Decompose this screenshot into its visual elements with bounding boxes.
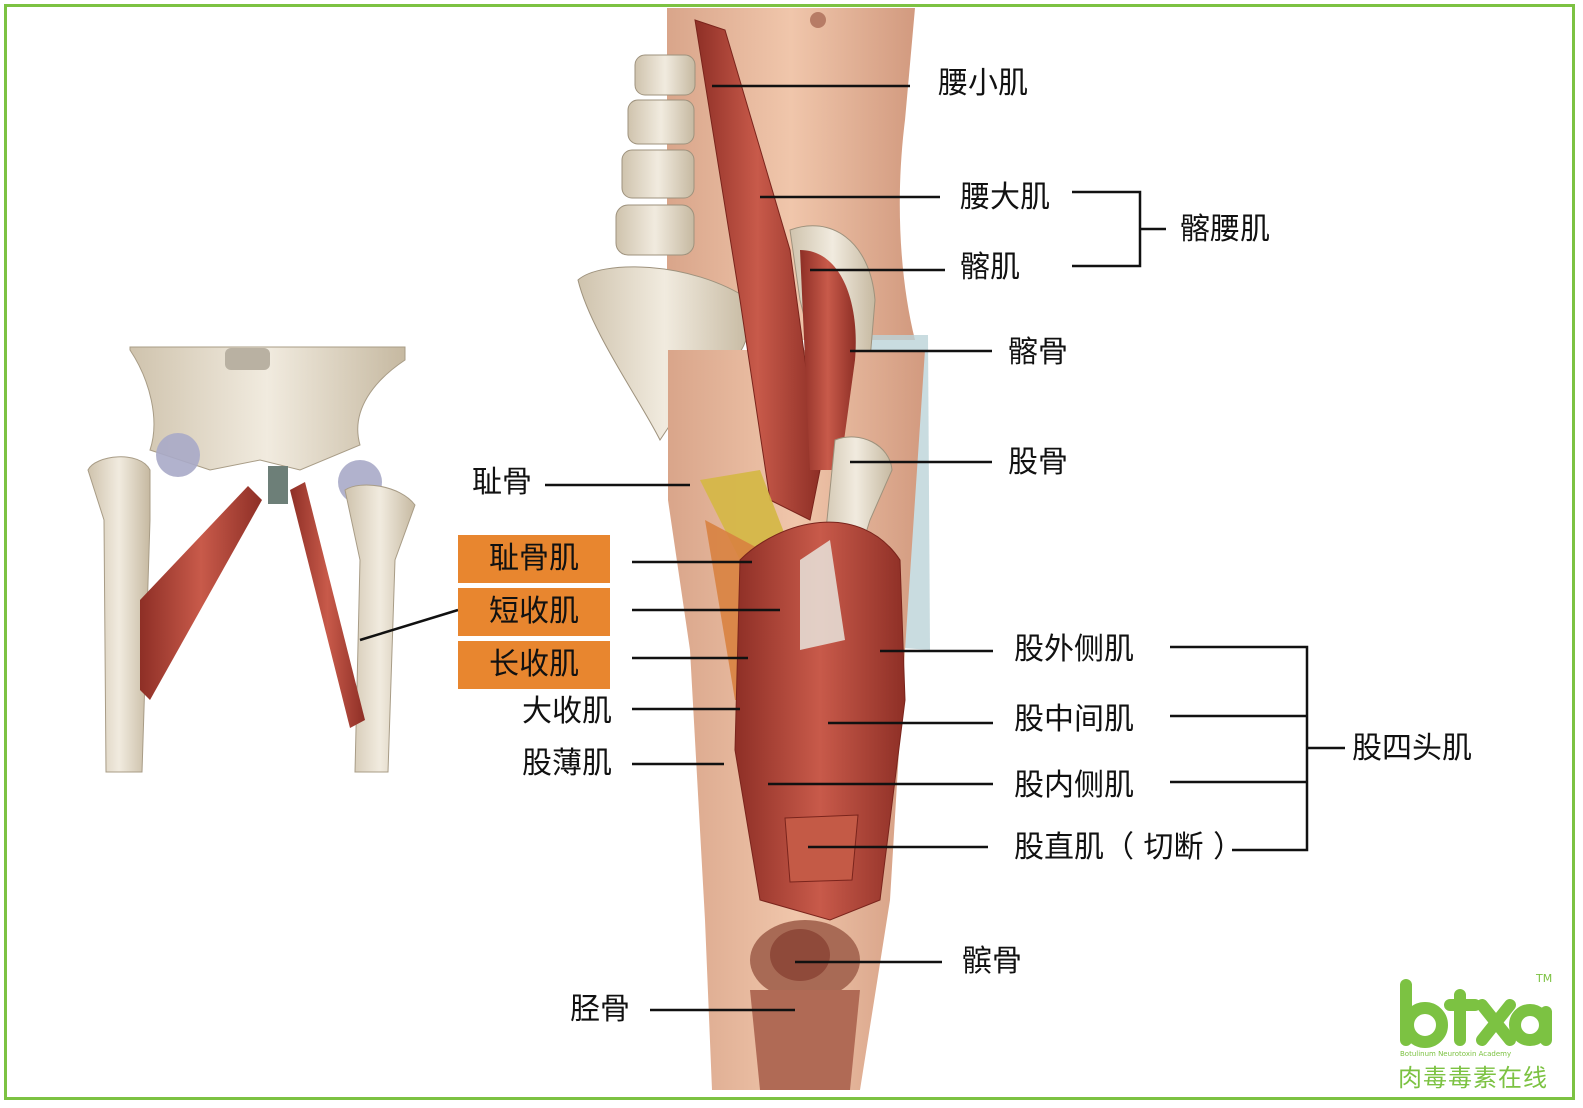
label-vastus-medialis: 股内侧肌: [1014, 768, 1134, 803]
label-vastus-intermedius: 股中间肌: [1014, 702, 1134, 737]
label-iliacus: 髂肌: [960, 250, 1020, 285]
label-psoas-major: 腰大肌: [960, 180, 1050, 215]
label-adductor-magnus: 大收肌: [522, 694, 612, 729]
label-pubis: 耻骨: [472, 465, 532, 500]
label-ilium: 髂骨: [1008, 335, 1068, 370]
label-rectus-femoris: 股直肌（ 切断 ）: [1014, 830, 1244, 865]
label-iliopsoas: 髂腰肌: [1180, 212, 1270, 247]
logo-name: 肉毒毒素在线: [1398, 1064, 1548, 1092]
label-femur: 股骨: [1008, 445, 1068, 480]
highlight-pectineus: 耻骨肌: [458, 535, 610, 583]
label-vastus-lateralis: 股外侧肌: [1014, 632, 1134, 667]
logo-trademark: TM: [1536, 972, 1553, 985]
highlight-adductor-longus: 长收肌: [458, 641, 610, 689]
main-leg-figure: [577, 8, 930, 1090]
label-patella: 髌骨: [962, 944, 1022, 979]
page-frame: [4, 4, 1575, 1100]
leader-lines: [359, 84, 1345, 1012]
label-quadriceps: 股四头肌: [1352, 731, 1472, 766]
logo-subtitle: Botulinum Neurotoxin Academy: [1400, 1050, 1512, 1058]
btxa-logo-mark: [1400, 979, 1552, 1048]
inset-pelvis-figure: [87, 346, 417, 773]
highlight-adductor-brevis: 短收肌: [458, 588, 610, 636]
label-tibia: 胫骨: [570, 992, 630, 1027]
label-gracilis: 股薄肌: [522, 746, 612, 781]
label-psoas-minor: 腰小肌: [938, 66, 1028, 101]
